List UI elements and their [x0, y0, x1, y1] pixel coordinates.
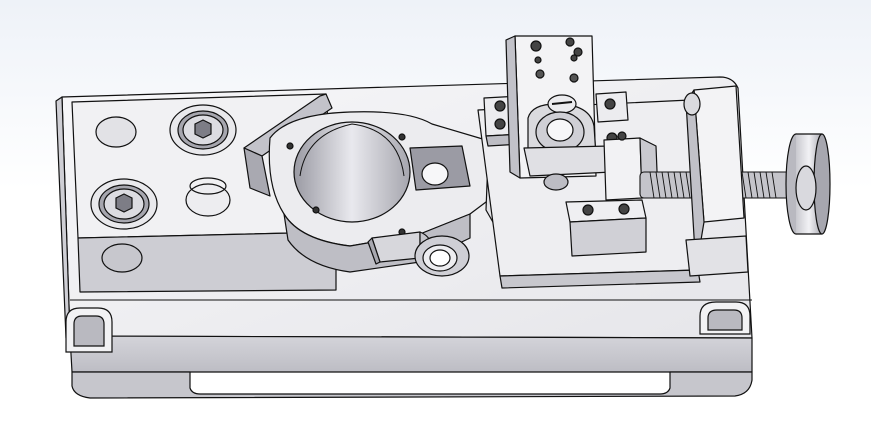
mounting-slot-left	[65, 307, 113, 353]
screw-icon	[582, 204, 594, 216]
screw-icon	[312, 206, 320, 214]
screw-icon	[604, 98, 616, 110]
socket-screw-top	[169, 104, 237, 156]
screw-icon	[618, 203, 630, 215]
clamp-tab	[409, 145, 471, 191]
pivot-lever	[367, 231, 433, 265]
mounting-slot-right	[699, 301, 751, 335]
screw-icon	[494, 100, 506, 112]
screw-icon	[286, 142, 294, 150]
end-support-upright	[683, 85, 749, 277]
screw-icon	[617, 131, 627, 141]
ring-bore	[293, 121, 411, 223]
plain-bore-top-left	[95, 116, 137, 148]
socket-screw-bottom	[90, 178, 158, 230]
hex-socket-icon	[194, 119, 212, 139]
base-plate-bottom-relief	[71, 371, 753, 399]
plain-bore-center	[185, 177, 231, 217]
slotted-adjuster	[527, 94, 597, 157]
base-plate-front-face	[69, 335, 753, 373]
pivot-pin	[414, 235, 470, 277]
screw-block-right	[595, 91, 629, 144]
left-block-front-face	[77, 231, 337, 293]
screw-icon	[398, 133, 406, 141]
hex-socket-icon	[115, 193, 133, 213]
knob-icon[interactable]	[785, 133, 831, 235]
screw-icon	[494, 118, 506, 130]
slider-block	[565, 199, 647, 257]
left-block-front-hole	[101, 243, 143, 273]
